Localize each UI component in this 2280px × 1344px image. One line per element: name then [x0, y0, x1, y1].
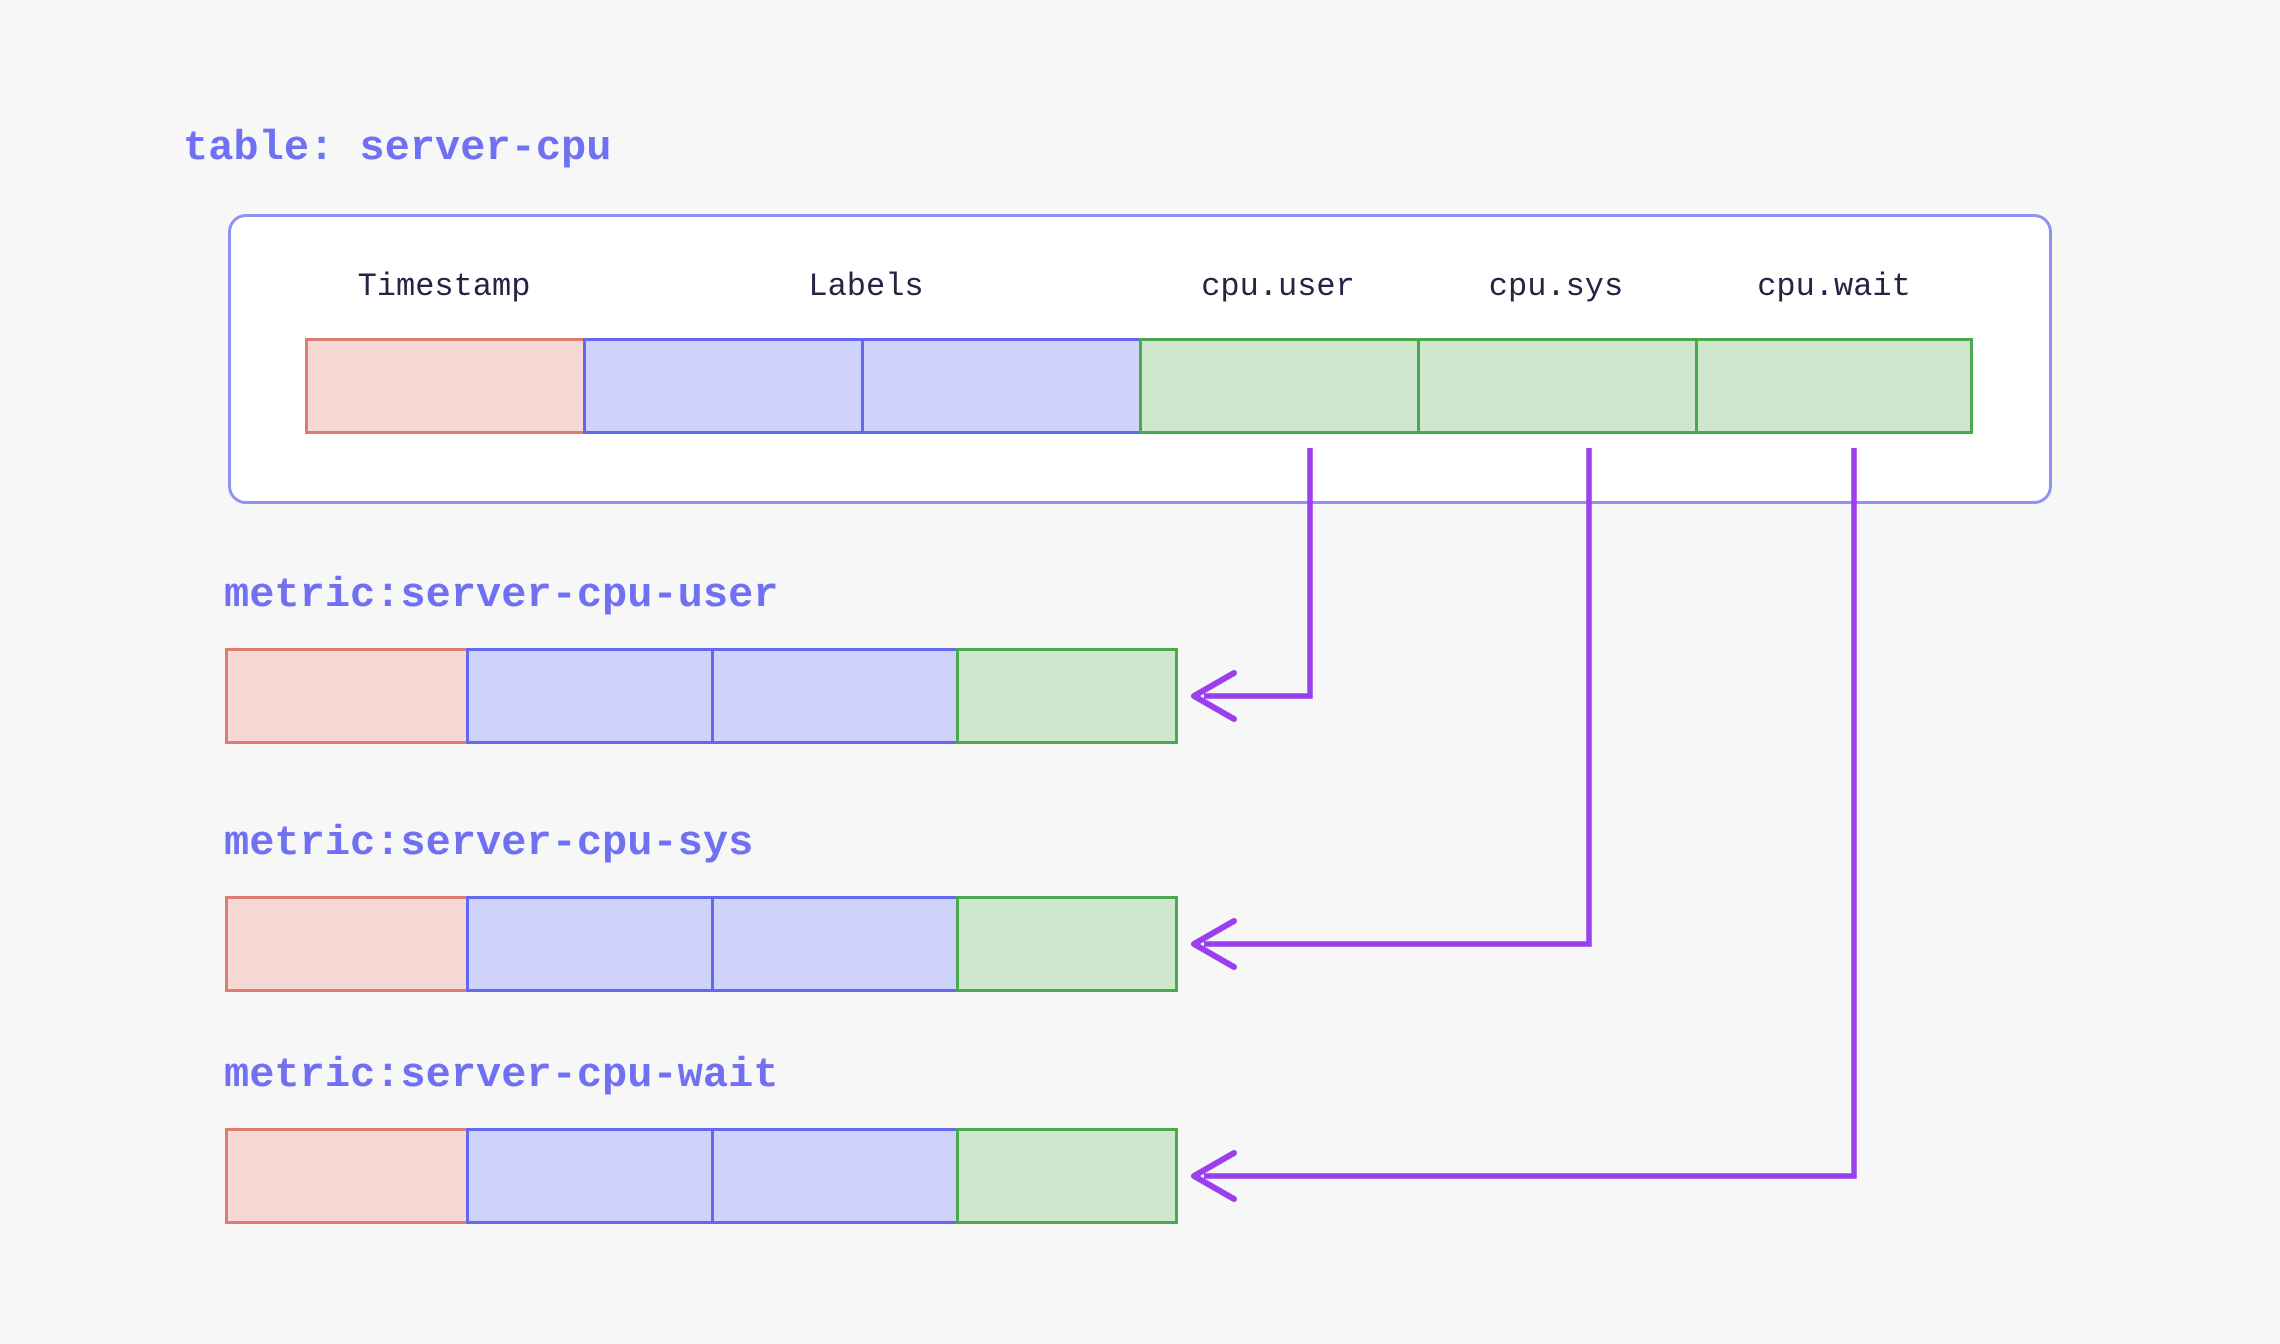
- column-label-cpu-user: cpu.user: [1201, 268, 1355, 305]
- arrow-cpu-wait-to-metric: [1191, 448, 1857, 1202]
- metric-user-value-cell: [956, 648, 1178, 744]
- column-label-labels: Labels: [808, 268, 924, 305]
- table-labels-cell-1: [583, 338, 864, 434]
- table-timestamp-cell: [305, 338, 586, 434]
- metric-wait-labels-cell-2: [711, 1128, 959, 1224]
- metric-user-timestamp-cell: [225, 648, 469, 744]
- metric-wait-labels-cell-1: [466, 1128, 714, 1224]
- metric-sys-value-cell: [956, 896, 1178, 992]
- metric-user-labels-cell-1: [466, 648, 714, 744]
- metric-user-labels-cell-2: [711, 648, 959, 744]
- table-labels-cell-2: [861, 338, 1142, 434]
- metric-sys-timestamp-cell: [225, 896, 469, 992]
- table-title: table: server-cpu: [183, 124, 612, 172]
- column-label-cpu-wait: cpu.wait: [1757, 268, 1911, 305]
- table-cpu-user-cell: [1139, 338, 1420, 434]
- column-label-cpu-sys: cpu.sys: [1488, 268, 1624, 305]
- metric-title-cpu-wait: metric:server-cpu-wait: [224, 1051, 779, 1099]
- table-cpu-wait-cell: [1695, 338, 1973, 434]
- metric-title-cpu-sys: metric:server-cpu-sys: [224, 819, 754, 867]
- metric-wait-timestamp-cell: [225, 1128, 469, 1224]
- table-cpu-sys-cell: [1417, 338, 1698, 434]
- column-label-timestamp: Timestamp: [357, 268, 531, 305]
- metric-title-cpu-user: metric:server-cpu-user: [224, 571, 779, 619]
- metric-sys-labels-cell-1: [466, 896, 714, 992]
- metric-sys-labels-cell-2: [711, 896, 959, 992]
- metric-wait-value-cell: [956, 1128, 1178, 1224]
- arrow-cpu-sys-to-metric: [1191, 448, 1592, 970]
